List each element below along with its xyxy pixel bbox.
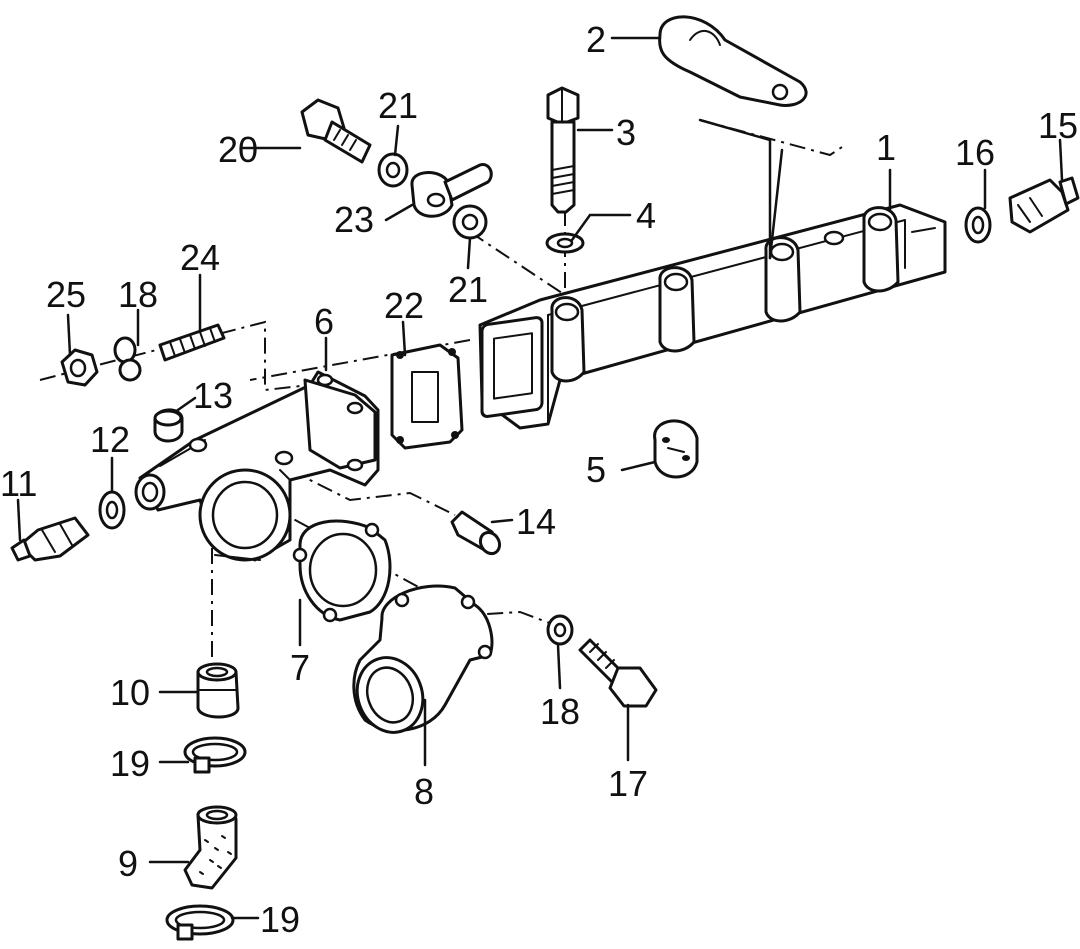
stud-24 — [158, 323, 226, 362]
hose-clamp-upper — [183, 736, 247, 774]
callout-17: 17 — [608, 763, 648, 804]
callout-10: 10 — [110, 672, 150, 713]
hose-clamp-lower — [165, 904, 235, 941]
bracket-clip — [658, 15, 808, 107]
sleeve-10 — [196, 662, 240, 719]
washer-12 — [98, 490, 126, 530]
outlet-housing — [134, 370, 380, 562]
callout-5: 5 — [586, 449, 606, 490]
washer-21-lower — [452, 204, 488, 240]
callout-9: 9 — [118, 843, 138, 884]
banjo-bolt-20 — [300, 98, 372, 164]
callout-6: 6 — [314, 301, 334, 342]
callout-13: 13 — [193, 375, 233, 416]
washer-16 — [964, 206, 992, 244]
callout-4: 4 — [636, 195, 656, 236]
callout-21-lower: 21 — [448, 269, 488, 310]
callout-23: 23 — [334, 199, 374, 240]
bolt-17 — [578, 638, 658, 708]
washer-21-upper — [377, 152, 409, 188]
washer-4 — [545, 232, 585, 254]
callout-14: 14 — [516, 501, 556, 542]
water-manifold — [478, 203, 947, 430]
callout-20: 20 — [218, 129, 258, 170]
callout-11: 11 — [0, 463, 37, 504]
callout-25: 25 — [46, 274, 86, 315]
bolt-3 — [546, 86, 580, 214]
gasket-7 — [292, 519, 392, 623]
callout-22: 22 — [384, 285, 424, 326]
callout-2: 2 — [586, 19, 606, 60]
callout-1: 1 — [876, 127, 896, 168]
leader-lines — [16, 36, 1064, 920]
callout-24: 24 — [180, 237, 220, 278]
plug-13 — [153, 408, 184, 443]
callout-12: 12 — [90, 419, 130, 460]
callout-19-lower: 19 — [260, 899, 300, 940]
lock-washer-18-left — [113, 336, 142, 382]
gasket-5 — [653, 419, 699, 479]
hose — [183, 805, 238, 890]
lock-washer-18-right — [546, 614, 574, 646]
callout-18-right: 18 — [540, 691, 580, 732]
sender-15 — [1008, 176, 1080, 234]
callout-16: 16 — [955, 132, 995, 173]
nut-25 — [60, 348, 99, 387]
callout-21-upper: 21 — [378, 85, 418, 126]
temperature-sender — [10, 516, 90, 562]
callout-18-left: 18 — [118, 274, 158, 315]
bolt-14 — [450, 510, 502, 556]
callout-8: 8 — [414, 771, 434, 812]
gasket-22 — [390, 343, 464, 450]
callout-7: 7 — [290, 647, 310, 688]
thermostat-cover — [352, 584, 494, 734]
banjo-fitting-23 — [410, 163, 493, 218]
callout-19-upper: 19 — [110, 743, 150, 784]
callout-labels: 1 2 3 4 5 6 7 8 9 10 11 12 13 14 15 16 1… — [0, 19, 1078, 940]
callout-3: 3 — [616, 112, 636, 153]
callout-15: 15 — [1038, 105, 1078, 146]
